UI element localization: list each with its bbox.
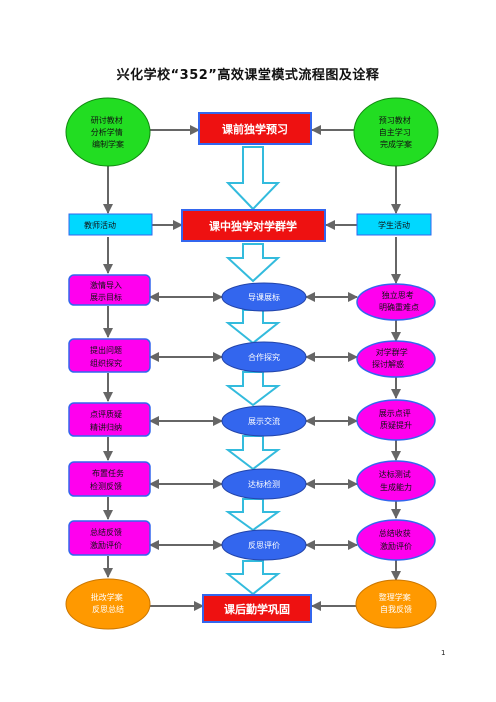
teacher-top-line-3: 编制学案 xyxy=(92,139,124,149)
center-step-5-ellipse xyxy=(221,529,307,561)
stage-pre-label: 课前独学预习 xyxy=(222,122,288,136)
teacher-top-line-2: 分析学情 xyxy=(91,127,123,137)
block-arrow-step4-5 xyxy=(224,498,282,532)
student-bottom-text: 整理学案 自我反馈 xyxy=(379,592,414,614)
block-arrow-step2-3 xyxy=(225,371,281,407)
teacher-step-5-line-2: 激励评价 xyxy=(90,540,122,550)
teacher-step-2-line-2: 组织探究 xyxy=(90,358,122,368)
student-step-4-text: 达标测试 生成能力 xyxy=(379,469,414,492)
student-step-1-ellipse xyxy=(356,283,436,321)
teacher-step-4-line-2: 检测反馈 xyxy=(90,481,122,491)
student-bottom-ellipse xyxy=(355,579,437,629)
student-step-1-line-1: 独立思考 xyxy=(382,290,414,300)
teacher-step-2-box xyxy=(68,338,151,373)
teacher-bottom-line-2: 反思总结 xyxy=(92,604,124,614)
teacher-step-1-text: 激情导入 展示目标 xyxy=(90,280,125,302)
student-step-5-ellipse xyxy=(356,519,436,561)
teacher-step-4-text: 布置任务 检测反馈 xyxy=(90,468,127,491)
teacher-header-box xyxy=(68,213,153,236)
teacher-step-1-line-2: 展示目标 xyxy=(90,292,122,302)
student-step-4-line-1: 达标测试 xyxy=(379,469,411,479)
center-step-4-label: 达标检测 xyxy=(248,479,280,489)
teacher-step-3-box xyxy=(68,402,151,437)
center-step-5-label: 反思评价 xyxy=(248,540,280,550)
student-step-5-line-2: 激励评价 xyxy=(380,541,412,551)
center-step-3-label: 展示交流 xyxy=(248,416,280,426)
connectors xyxy=(103,125,401,611)
teacher-top-text: 研讨教材 分析学情 编制学案 xyxy=(91,115,126,149)
page-title: 兴化学校“352”高效课堂模式流程图及诠释 xyxy=(116,68,380,83)
teacher-top-line-1: 研讨教材 xyxy=(91,115,123,125)
student-top-ellipse xyxy=(353,97,439,167)
block-arrow-step1-2 xyxy=(225,309,281,345)
teacher-step-3-line-2: 精讲归纳 xyxy=(90,422,122,432)
teacher-step-5-box xyxy=(68,520,151,556)
block-arrow-step5-post xyxy=(225,560,281,596)
teacher-step-3-line-1: 点评质疑 xyxy=(90,409,122,419)
center-steps: 导课展标 合作探究 展示交流 达标检测 反思评价 xyxy=(221,282,307,561)
teacher-top-ellipse xyxy=(65,97,151,167)
student-step-3-text: 展示点评 质疑提升 xyxy=(379,409,414,430)
page-number: 1 xyxy=(441,649,446,657)
center-step-2-ellipse xyxy=(221,341,307,373)
teacher-step-2-text: 提出问题 组织探究 xyxy=(90,345,125,368)
student-step-4-line-2: 生成能力 xyxy=(380,482,412,492)
teacher-step-4-box xyxy=(68,461,151,497)
stage-post-label: 课后勤学巩固 xyxy=(224,602,290,616)
student-top-line-1: 预习教材 xyxy=(379,115,411,125)
student-step-1-line-2: 明确重难点 xyxy=(379,302,419,312)
student-step-2-line-1: 对学群学 xyxy=(376,347,408,357)
teacher-step-1-box xyxy=(68,274,151,306)
block-arrow-in-step1 xyxy=(225,243,281,283)
student-step-2-line-2: 探讨解惑 xyxy=(372,359,404,369)
student-bottom-line-1: 整理学案 xyxy=(379,592,411,602)
stage-pre-box xyxy=(198,112,312,145)
student-header-box xyxy=(356,213,432,236)
student-step-2-ellipse xyxy=(356,340,436,378)
student-header-label: 学生活动 xyxy=(378,220,410,230)
teacher-step-3-text: 点评质疑 精讲归纳 xyxy=(90,409,125,432)
teacher-bottom-line-1: 批改学案 xyxy=(91,592,123,602)
student-step-3-line-2: 质疑提升 xyxy=(380,420,412,430)
student-step-5-line-1: 总结收获 xyxy=(379,528,411,538)
student-bottom-line-2: 自我反馈 xyxy=(380,604,412,614)
student-step-1-text: 独立思考 明确重难点 xyxy=(379,290,419,312)
teacher-step-5-line-1: 总结反馈 xyxy=(90,527,122,537)
student-step-2-text: 对学群学 探讨解惑 xyxy=(372,347,410,369)
center-step-1-ellipse xyxy=(221,282,307,312)
student-step-3-line-1: 展示点评 xyxy=(379,409,411,418)
student-top-text: 预习教材 自主学习 完成学案 xyxy=(379,115,414,149)
teacher-step-1-line-1: 激情导入 xyxy=(90,280,122,290)
teacher-bottom-text: 批改学案 反思总结 xyxy=(91,592,126,614)
center-step-2-label: 合作探究 xyxy=(248,352,280,362)
stage-in-box xyxy=(181,209,326,242)
student-top-line-3: 完成学案 xyxy=(380,139,412,149)
teacher-bottom-ellipse xyxy=(65,578,151,630)
center-step-3-ellipse xyxy=(221,405,307,437)
center-step-4-ellipse xyxy=(221,468,307,500)
student-steps: 独立思考 明确重难点 对学群学 探讨解惑 展示点评 质疑提升 达标测试 生成能力… xyxy=(356,283,436,561)
teacher-step-2-line-1: 提出问题 xyxy=(90,345,122,355)
teacher-header-label: 教师活动 xyxy=(84,220,116,230)
student-top-line-2: 自主学习 xyxy=(379,127,411,137)
block-arrows xyxy=(224,146,282,596)
student-step-5-text: 总结收获 激励评价 xyxy=(379,528,414,551)
block-arrow-pre-in xyxy=(225,146,281,211)
student-step-4-ellipse xyxy=(356,460,436,502)
teacher-step-5-text: 总结反馈 激励评价 xyxy=(90,527,125,550)
student-step-3-ellipse xyxy=(356,399,436,441)
stage-in-label: 课中独学对学群学 xyxy=(209,219,297,233)
stage-post-box xyxy=(202,594,312,623)
block-arrow-step3-4 xyxy=(225,435,281,471)
center-step-1-label: 导课展标 xyxy=(248,292,280,302)
teacher-steps: 激情导入 展示目标 提出问题 组织探究 点评质疑 精讲归纳 布置任务 检测反馈 … xyxy=(68,274,151,556)
teacher-step-4-line-1: 布置任务 xyxy=(92,468,124,478)
